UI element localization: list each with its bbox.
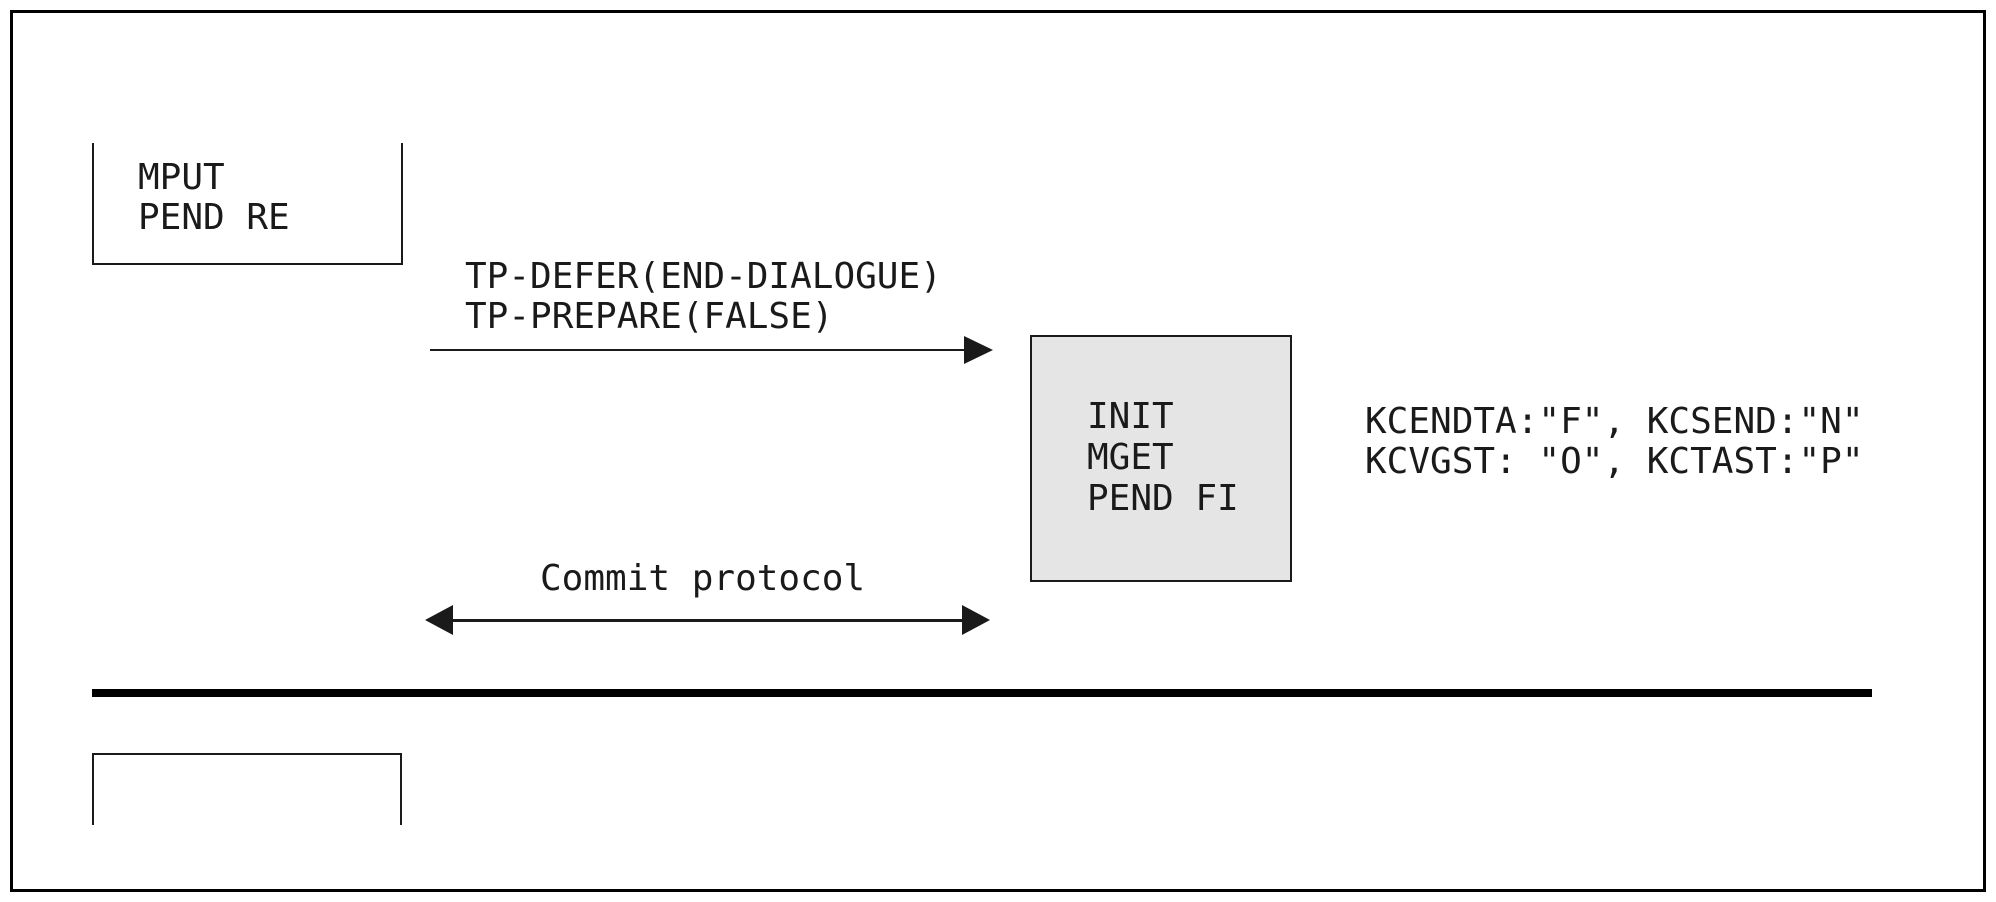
timeline-separator	[92, 689, 1872, 697]
kc-state-line-2: KCVGST: "O", KCTAST:"P"	[1365, 441, 1864, 482]
next-program-box	[92, 753, 402, 825]
arrowhead-right-icon	[962, 605, 990, 635]
receiver-call-line-1: INIT	[1087, 396, 1174, 437]
receiver-call-line-2: MGET	[1087, 437, 1174, 478]
sender-call-line-1: MPUT	[138, 157, 225, 198]
receiver-call-line-3: PEND FI	[1087, 478, 1239, 519]
kc-state-label: KCENDTA:"F", KCSEND:"N"KCVGST: "O", KCTA…	[1365, 402, 1864, 482]
tp-call-line-2: TP-PREPARE(FALSE)	[465, 296, 834, 337]
sender-call-line-2: PEND RE	[138, 197, 290, 238]
tp-call-line-1: TP-DEFER(END-DIALOGUE)	[465, 256, 942, 297]
message-arrow-line	[430, 349, 966, 351]
commit-protocol-label: Commit protocol	[540, 558, 866, 599]
arrowhead-left-icon	[425, 605, 453, 635]
kc-state-line-1: KCENDTA:"F", KCSEND:"N"	[1365, 401, 1864, 442]
diagram-frame	[10, 10, 1986, 892]
arrowhead-right-icon	[964, 336, 993, 364]
tp-call-label: TP-DEFER(END-DIALOGUE)TP-PREPARE(FALSE)	[465, 257, 942, 337]
commit-protocol-arrow-line	[450, 619, 965, 622]
